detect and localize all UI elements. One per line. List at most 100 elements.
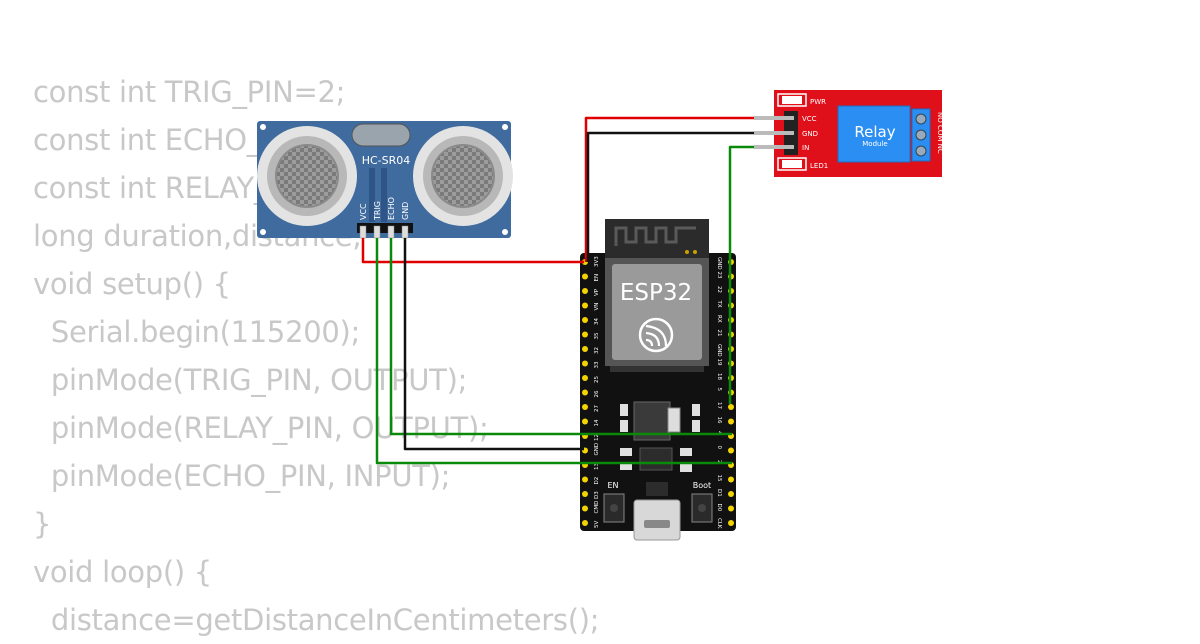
terminal-screw (915, 113, 927, 125)
en-button[interactable] (603, 493, 625, 523)
code-line: void setup() { (33, 267, 231, 301)
sensor-pin-label-trig: TRIG (373, 201, 382, 221)
esp32-pin-label: 26 (594, 390, 600, 397)
esp32-pin-label: 5V (594, 521, 600, 528)
sensor-pin-header (357, 223, 413, 239)
esp32-pin-pad[interactable] (582, 302, 588, 309)
esp32-pin-label: EN (594, 274, 600, 282)
mount-hole (260, 124, 266, 130)
esp32-pin-pad[interactable] (582, 520, 588, 526)
mount-hole (502, 124, 508, 130)
esp32-pin-pad[interactable] (582, 389, 588, 396)
esp32-pin-label: 32 (594, 347, 600, 354)
esp32-pin-label: 17 (716, 402, 722, 409)
esp32-pin-pad[interactable] (728, 505, 734, 512)
pcb-trace (369, 168, 387, 222)
wire-sensor-trig[interactable] (375, 238, 732, 465)
wire-sensor-echo[interactable] (389, 238, 732, 436)
led1-label: LED1 (810, 162, 828, 170)
esp32-pin-label: GND (716, 344, 722, 357)
transducer-left (257, 126, 357, 226)
esp32-pin-label: RX (716, 315, 722, 323)
esp32-pin-label: 16 (716, 417, 722, 424)
esp32-pin-pad[interactable] (582, 491, 588, 497)
transducer-right (413, 126, 513, 226)
code-line: const int TRIG_PIN=2; (33, 75, 346, 109)
esp32-pin-pad[interactable] (582, 331, 588, 338)
wire-relay-vcc[interactable] (584, 116, 791, 262)
pwr-led (782, 96, 802, 104)
relay-pin-label-vcc: VCC (802, 115, 817, 123)
esp32-board[interactable]: ESP32 EN Boot 3V (580, 219, 736, 541)
esp32-pin-label: 15 (716, 475, 722, 482)
esp32-pin-label: 19 (716, 359, 722, 366)
mount-hole (260, 229, 266, 235)
esp32-pin-label: 27 (594, 405, 600, 412)
esp32-pin-pad[interactable] (582, 273, 588, 280)
esp32-pin-pad[interactable] (582, 346, 588, 352)
esp32-pin-label: 34 (594, 318, 600, 325)
esp32-pin-pad[interactable] (728, 476, 734, 483)
esp32-pin-label: D0 (716, 504, 722, 512)
esp32-pin-pad[interactable] (582, 288, 588, 294)
led1 (782, 160, 802, 168)
boot-button[interactable] (691, 493, 713, 523)
esp32-pin-pad[interactable] (582, 418, 588, 425)
relay-pins (754, 116, 794, 149)
circuit-diagram: HC-SR04 VCC TRIG ECHO GND PWR (257, 90, 944, 541)
esp32-pin-pad[interactable] (728, 404, 734, 410)
esp32-pin-label: TX (716, 300, 722, 308)
mount-hole (502, 229, 508, 235)
wire-sensor-vcc[interactable] (361, 238, 584, 264)
terminal-screw (915, 145, 927, 157)
esp32-pin-pad[interactable] (582, 317, 588, 323)
esp32-pin-label: 18 (716, 373, 722, 380)
code-line: pinMode(TRIG_PIN, OUTPUT); (33, 363, 468, 397)
esp32-pin-label: D3 (594, 491, 600, 499)
espressif-logo-icon (638, 317, 674, 353)
esp32-pin-pad[interactable] (582, 476, 588, 483)
esp32-pin-label: 21 (716, 330, 722, 337)
sensor-pin-label-gnd: GND (401, 202, 410, 220)
wire-sensor-gnd[interactable] (403, 238, 584, 451)
esp32-pin-pad[interactable] (582, 360, 588, 367)
esp32-pin-label: 33 (594, 361, 600, 368)
esp32-pin-label: 35 (594, 332, 600, 339)
esp32-pin-pad[interactable] (728, 520, 734, 526)
esp32-pin-label: CMD (594, 501, 600, 514)
esp32-pin-label: GND (716, 257, 722, 270)
esp32-pin-pad[interactable] (728, 491, 734, 497)
crystal-oscillator (351, 123, 411, 147)
esp32-pin-label: 13 (594, 463, 600, 470)
terminal-screw (915, 129, 927, 141)
code-line: Serial.begin(115200); (33, 315, 361, 349)
esp32-pin-pad[interactable] (728, 447, 734, 454)
hc-sr04-sensor[interactable]: HC-SR04 VCC TRIG ECHO GND (257, 121, 513, 239)
esp32-pin-label: 12 (594, 434, 600, 441)
relay-module[interactable]: PWR LED1 VCC GND IN Relay Module NO COM … (774, 90, 944, 177)
code-line: pinMode(ECHO_PIN, INPUT); (33, 459, 451, 493)
esp32-pin-pad[interactable] (582, 404, 588, 410)
esp32-pin-pad[interactable] (582, 505, 588, 512)
esp32-pin-label: VN (594, 303, 600, 311)
code-line: void loop() { (33, 555, 212, 589)
sensor-name-label: HC-SR04 (362, 154, 411, 167)
esp32-pin-label: 23 (716, 272, 722, 279)
code-listing: const int TRIG_PIN=2;const int ECHO_PIN=… (33, 68, 600, 644)
relay-subname-label: Module (862, 140, 887, 148)
boot-button-label: Boot (693, 481, 711, 490)
wire-relay-in[interactable] (728, 145, 791, 404)
esp32-pin-pad[interactable] (728, 418, 734, 425)
esp32-pin-label: VP (594, 288, 600, 296)
relay-pin-label-gnd: GND (802, 130, 818, 138)
esp32-pin-label: 5 (716, 388, 722, 392)
esp32-pin-pad[interactable] (582, 375, 588, 381)
esp32-pin-label: D1 (716, 489, 722, 497)
wire-relay-gnd[interactable] (586, 131, 791, 262)
pwr-led-label: PWR (810, 98, 826, 106)
relay-cube (837, 105, 911, 163)
esp32-pin-label: CLK (716, 518, 722, 529)
code-line: pinMode(RELAY_PIN, OUTPUT); (33, 411, 489, 445)
sensor-pin-label-echo: ECHO (387, 197, 396, 220)
rf-shield (612, 264, 702, 360)
